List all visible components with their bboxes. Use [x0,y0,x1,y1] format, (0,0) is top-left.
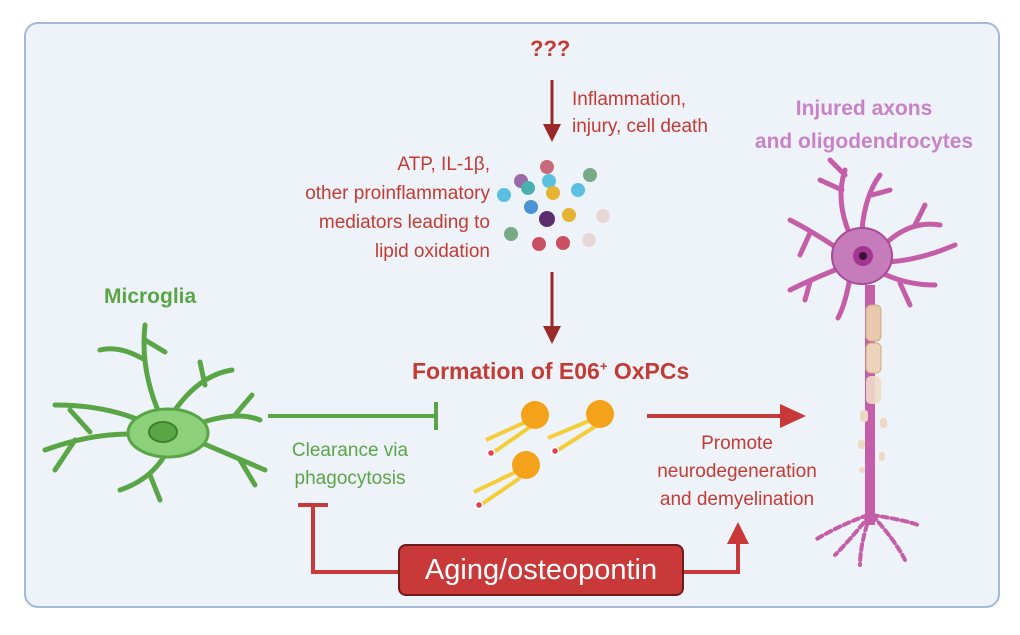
arrow-aging-promote [684,522,749,574]
trigger-line-2: injury, cell death [572,116,708,137]
formation-superscript: + [599,358,608,374]
mediators-line-4: lipid oxidation [374,241,490,262]
formation-tail: OxPCs [607,358,690,384]
aging-osteopontin-box: Aging/osteopontin [398,544,684,596]
mediator-particles-icon [497,160,610,251]
microglia-title: Microglia [104,285,197,308]
neuron-title-line-1: Injured axons [795,97,933,120]
microglia-cell-icon [42,322,268,503]
promote-label: Promote neurodegeneration and demyelinat… [632,430,842,514]
neuron-title-line-2: and oligodendrocytes [754,130,974,153]
mediators-line-3: mediators leading to [318,212,490,233]
inhibition-clearance [268,402,438,430]
arrow-trigger-to-mediators [543,80,561,142]
mediators-line-1: ATP, IL-1β, [397,154,490,175]
neuron-icon [787,157,958,567]
trigger-label: Inflammation, injury, cell death [572,86,708,140]
arrow-mediators-to-formation [543,272,561,344]
oxpc-molecule-icon [473,400,614,510]
arrow-promote [647,404,806,428]
inhibition-aging [298,503,398,574]
trigger-line-1: Inflammation, [572,89,687,110]
mediators-line-2: other proinflammatory [305,183,490,204]
clearance-line-1: Clearance via [291,440,409,461]
mediators-label: ATP, IL-1β, other proinflammatory mediat… [270,150,490,266]
clearance-line-2: phagocytosis [294,468,406,489]
formation-title: Formation of E06+ OxPCs [412,358,689,385]
promote-line-2: neurodegeneration [657,461,817,482]
formation-main: Formation of E06 [412,358,600,384]
neuron-title: Injured axons and oligodendrocytes [728,92,1000,158]
clearance-label: Clearance via phagocytosis [270,437,430,493]
promote-line-1: Promote [701,433,773,454]
promote-line-3: and demyelination [659,489,815,510]
unknown-trigger-label: ??? [530,36,571,61]
